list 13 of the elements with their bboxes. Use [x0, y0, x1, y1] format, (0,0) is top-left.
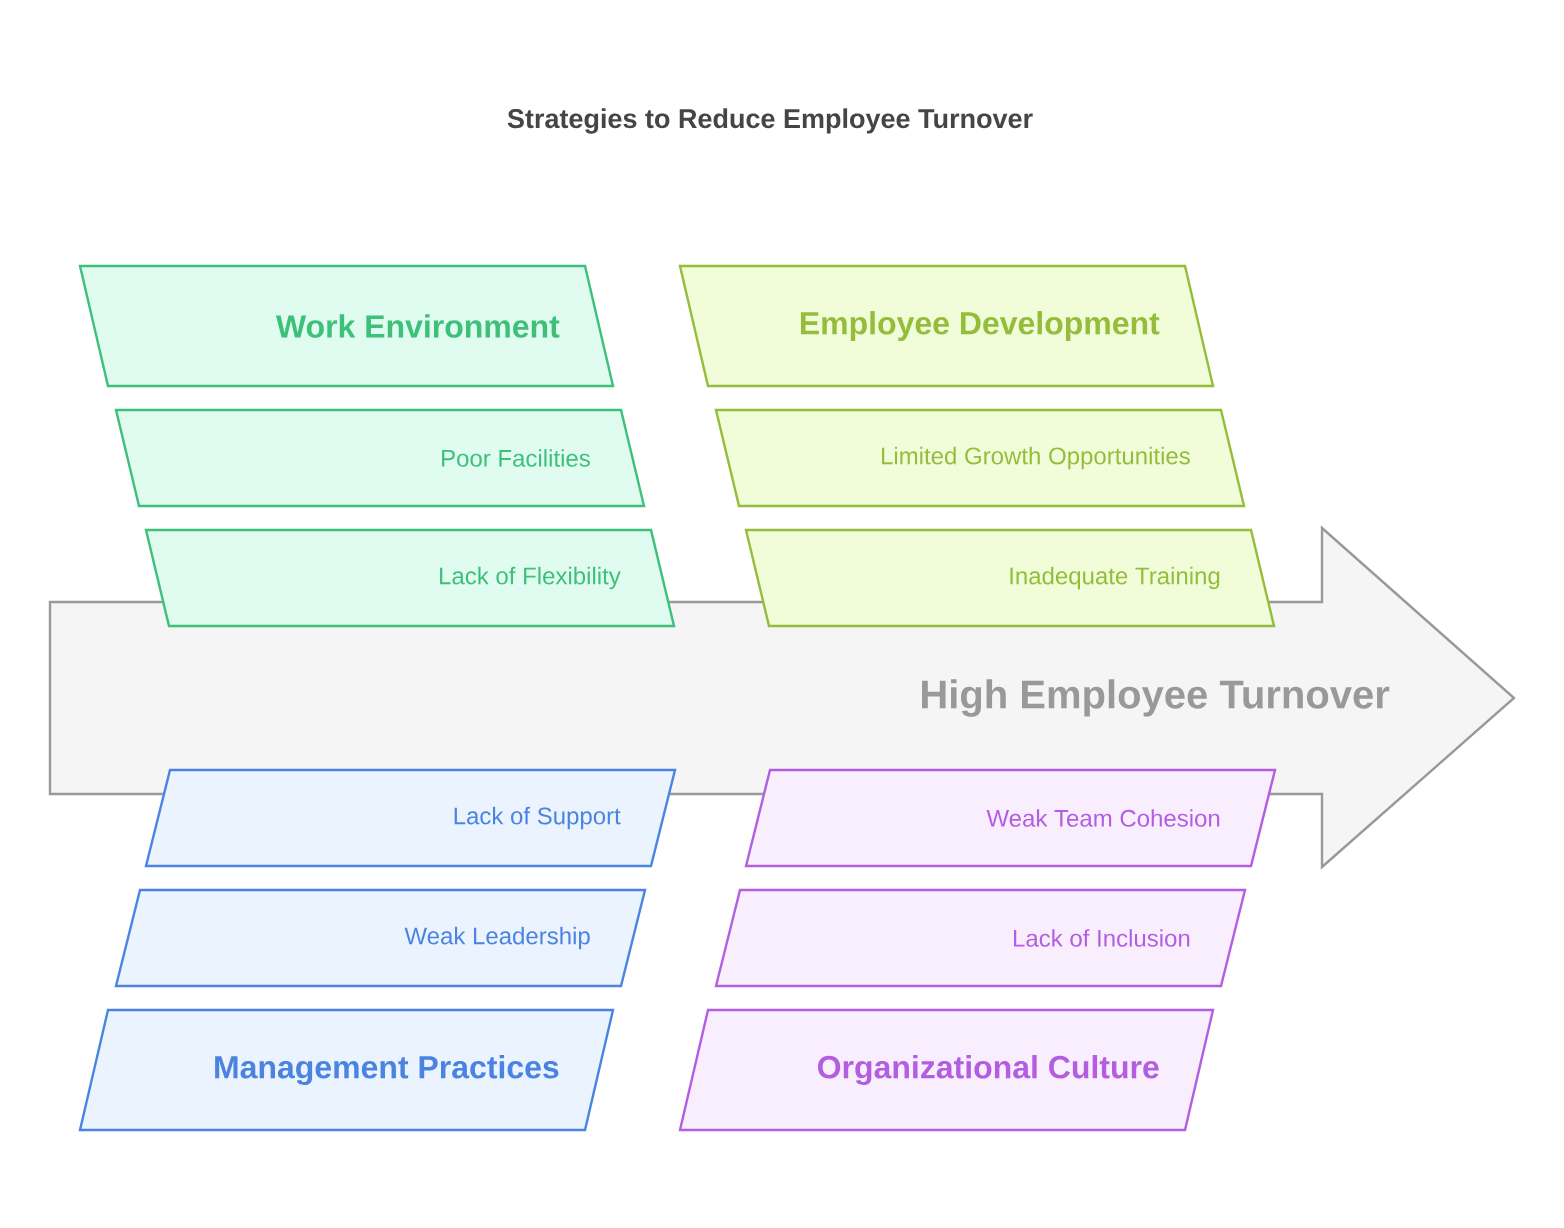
category-box: Work Environment [78, 264, 615, 388]
category-box: Organizational Culture [678, 1008, 1215, 1132]
cause-box: Lack of Support [144, 768, 677, 868]
cause-box: Poor Facilities [114, 408, 646, 508]
cause-box: Lack of Inclusion [714, 888, 1247, 988]
category-box: Employee Development [678, 264, 1215, 388]
cause-box: Inadequate Training [744, 528, 1276, 628]
cause-box: Weak Team Cohesion [744, 768, 1277, 868]
cause-box: Weak Leadership [114, 888, 647, 988]
cause-box: Limited Growth Opportunities [714, 408, 1246, 508]
cause-box: Lack of Flexibility [144, 528, 676, 628]
title: Strategies to Reduce Employee Turnover [507, 108, 1033, 134]
category-box: Management Practices [78, 1008, 615, 1132]
